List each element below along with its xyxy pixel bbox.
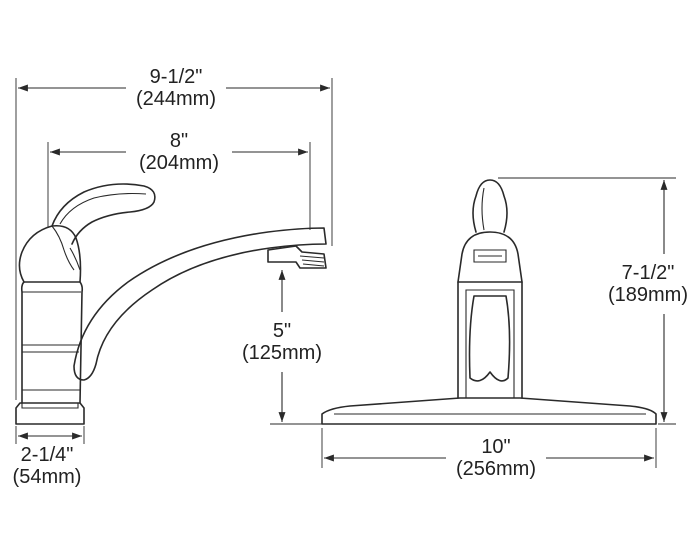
front-deckplate	[321, 397, 657, 425]
front-view-faucet	[321, 179, 657, 425]
deckplate-width-imperial: 10"	[481, 436, 511, 458]
spout-height-imperial: 5"	[272, 320, 292, 342]
spout-height-metric: (125mm)	[241, 342, 322, 364]
dimension-lines	[15, 78, 676, 468]
deckplate-width-metric: (256mm)	[455, 458, 536, 480]
deckplate-width-label: 10" (256mm)	[446, 436, 546, 480]
base-width-label: 2-1/4" (54mm)	[0, 444, 94, 488]
side-view-faucet	[15, 183, 327, 425]
base-width-metric: (54mm)	[12, 466, 82, 488]
overall-height-metric: (189mm)	[607, 284, 688, 306]
front-spout	[468, 295, 511, 382]
side-aerator	[267, 245, 327, 269]
side-handle-hub	[18, 224, 82, 283]
spout-reach-imperial: 8"	[169, 130, 189, 152]
overall-length-imperial: 9-1/2"	[149, 66, 203, 88]
overall-length-label: 9-1/2" (244mm)	[126, 66, 226, 110]
spout-reach-label: 8" (204mm)	[126, 130, 232, 174]
side-handle-lever	[51, 183, 156, 245]
front-body	[457, 281, 523, 399]
spout-height-label: 5" (125mm)	[228, 320, 336, 364]
base-width-imperial: 2-1/4"	[20, 444, 74, 466]
side-body	[20, 281, 84, 404]
overall-height-label: 7-1/2" (189mm)	[596, 262, 700, 306]
overall-length-metric: (244mm)	[135, 88, 216, 110]
overall-height-imperial: 7-1/2"	[621, 262, 675, 284]
front-handle-hub	[457, 231, 523, 283]
side-base	[15, 402, 85, 425]
side-spout	[73, 227, 327, 381]
spout-reach-metric: (204mm)	[138, 152, 219, 174]
front-handle-lever	[472, 179, 508, 233]
